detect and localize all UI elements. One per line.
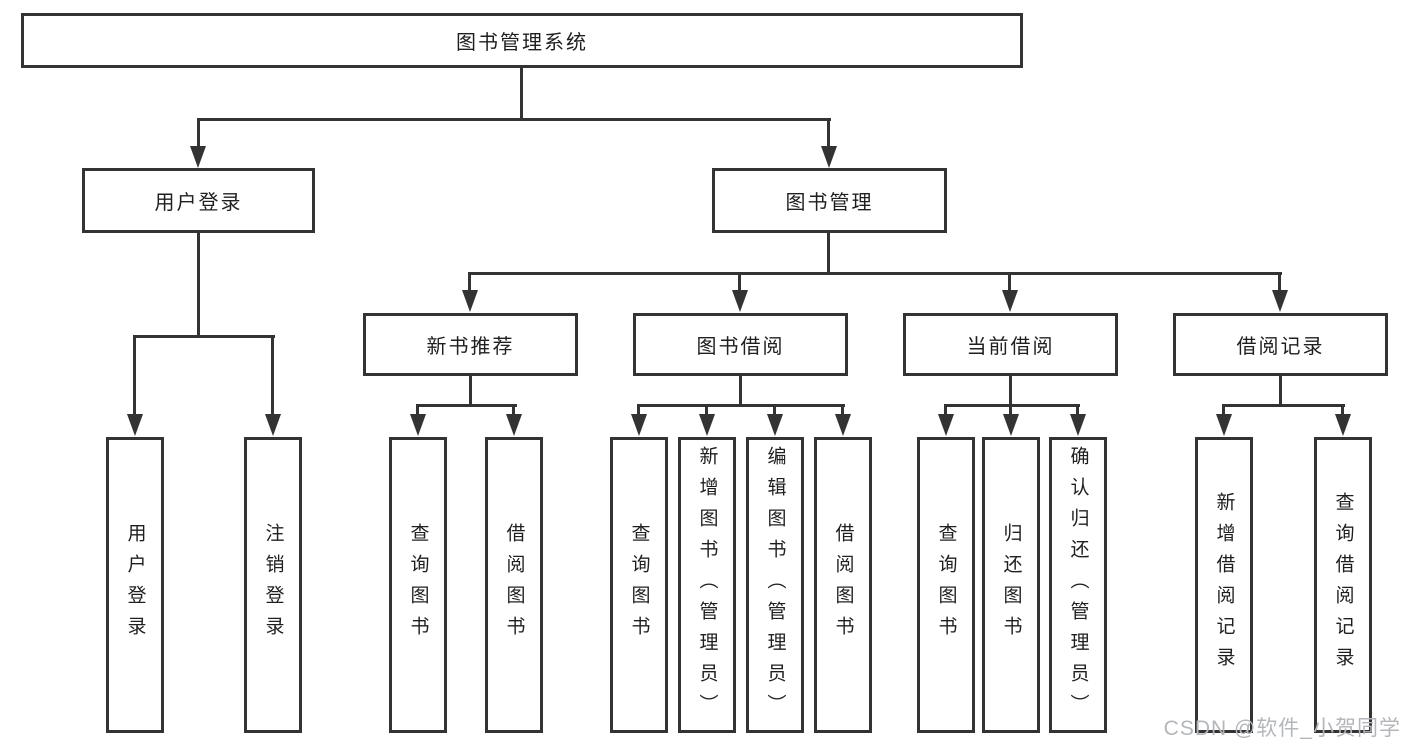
- connector-drop-leaf-logout: [271, 335, 274, 415]
- connector-drop: [1222, 404, 1225, 415]
- connector-current-borrow-trunk: [1009, 376, 1012, 407]
- arrowhead: [1003, 414, 1019, 436]
- connector-drop-borrow-record: [1278, 272, 1281, 292]
- node-label: 查询图书: [407, 523, 429, 647]
- node-label: 借阅记录: [1236, 336, 1325, 358]
- node-label: 新增图书（管理员）: [696, 445, 718, 725]
- node-label: 注销登录: [262, 523, 284, 647]
- leaf-confirm-return-admin: 确认归还（管理员）: [1049, 437, 1107, 733]
- arrowhead-leaf-logout: [265, 414, 281, 436]
- node-label: 归还图书: [1000, 523, 1022, 647]
- arrowhead-user-login: [190, 146, 206, 168]
- connector-book-borrow-split: [637, 404, 845, 407]
- node-label: 当前借阅: [966, 336, 1055, 358]
- arrowhead-borrow-record: [1272, 290, 1288, 312]
- connector-drop-new-book: [468, 272, 471, 292]
- connector-drop-book-borrow: [738, 272, 741, 292]
- connector-borrow-record-trunk: [1279, 376, 1282, 407]
- connector-drop: [512, 404, 515, 415]
- connector-current-borrow-split: [944, 404, 1080, 407]
- leaf-user-login: 用户登录: [106, 437, 164, 733]
- node-borrow-record: 借阅记录: [1173, 313, 1388, 376]
- arrowhead-book-borrow: [732, 290, 748, 312]
- node-label: 查询图书: [935, 523, 957, 647]
- connector-drop: [773, 404, 776, 415]
- arrowhead: [835, 414, 851, 436]
- connector-drop-book-management: [827, 118, 830, 148]
- node-label: 图书管理系统: [456, 32, 588, 54]
- node-label: 查询图书: [628, 523, 650, 647]
- node-label: 用户登录: [154, 192, 243, 214]
- node-user-login: 用户登录: [82, 168, 315, 233]
- node-current-borrow: 当前借阅: [903, 313, 1118, 376]
- leaf-query-books-recommend: 查询图书: [389, 437, 447, 733]
- connector-drop: [841, 404, 844, 415]
- arrowhead: [631, 414, 647, 436]
- leaf-edit-books-admin: 编辑图书（管理员）: [746, 437, 804, 733]
- arrowhead-book-management: [821, 146, 837, 168]
- node-label: 新增借阅记录: [1213, 492, 1235, 678]
- node-label: 图书借阅: [696, 336, 785, 358]
- leaf-query-books-current: 查询图书: [917, 437, 975, 733]
- node-new-book-recommend: 新书推荐: [363, 313, 578, 376]
- arrowhead-leaf-login: [127, 414, 143, 436]
- connector-drop-leaf-login: [133, 335, 136, 415]
- arrowhead: [767, 414, 783, 436]
- node-label: 用户登录: [124, 523, 146, 647]
- connector-book-management-split: [468, 272, 1282, 275]
- leaf-borrow-books-recommend: 借阅图书: [485, 437, 543, 733]
- node-book-borrow: 图书借阅: [633, 313, 848, 376]
- connector-new-book-split: [416, 404, 517, 407]
- connector-book-management-trunk: [827, 233, 830, 274]
- connector-drop: [705, 404, 708, 415]
- arrowhead: [506, 414, 522, 436]
- connector-root-trunk: [520, 68, 523, 119]
- connector-drop: [416, 404, 419, 415]
- connector-drop-user-login: [197, 118, 200, 148]
- connector-drop: [1341, 404, 1344, 415]
- leaf-logout: 注销登录: [244, 437, 302, 733]
- connector-drop: [1009, 404, 1012, 415]
- connector-drop: [944, 404, 947, 415]
- arrowhead-new-book: [462, 290, 478, 312]
- node-label: 确认归还（管理员）: [1067, 445, 1089, 725]
- leaf-add-borrow-record: 新增借阅记录: [1195, 437, 1253, 733]
- arrowhead: [1216, 414, 1232, 436]
- leaf-borrow-books: 借阅图书: [814, 437, 872, 733]
- node-label: 借阅图书: [832, 523, 854, 647]
- connector-borrow-record-split: [1222, 404, 1345, 407]
- connector-root-split: [197, 118, 831, 121]
- leaf-query-books-borrow: 查询图书: [610, 437, 668, 733]
- arrowhead: [1335, 414, 1351, 436]
- arrowhead: [1070, 414, 1086, 436]
- connector-book-borrow-trunk: [739, 376, 742, 407]
- node-label: 图书管理: [785, 192, 874, 214]
- node-label: 新书推荐: [426, 336, 515, 358]
- node-book-management: 图书管理: [712, 168, 947, 233]
- connector-user-login-trunk: [197, 233, 200, 336]
- connector-drop: [637, 404, 640, 415]
- leaf-add-books-admin: 新增图书（管理员）: [678, 437, 736, 733]
- node-label: 借阅图书: [503, 523, 525, 647]
- connector-user-login-split: [133, 335, 275, 338]
- node-label: 查询借阅记录: [1332, 492, 1354, 678]
- node-library-management-system: 图书管理系统: [21, 13, 1023, 68]
- connector-drop: [1076, 404, 1079, 415]
- arrowhead: [410, 414, 426, 436]
- csdn-watermark: CSDN @软件_小贺同学: [1163, 717, 1401, 740]
- arrowhead: [938, 414, 954, 436]
- arrowhead: [699, 414, 715, 436]
- leaf-query-borrow-record: 查询借阅记录: [1314, 437, 1372, 733]
- arrowhead-current-borrow: [1002, 290, 1018, 312]
- connector-drop-current-borrow: [1008, 272, 1011, 292]
- node-label: 编辑图书（管理员）: [764, 445, 786, 725]
- leaf-return-books: 归还图书: [982, 437, 1040, 733]
- connector-new-book-trunk: [469, 376, 472, 407]
